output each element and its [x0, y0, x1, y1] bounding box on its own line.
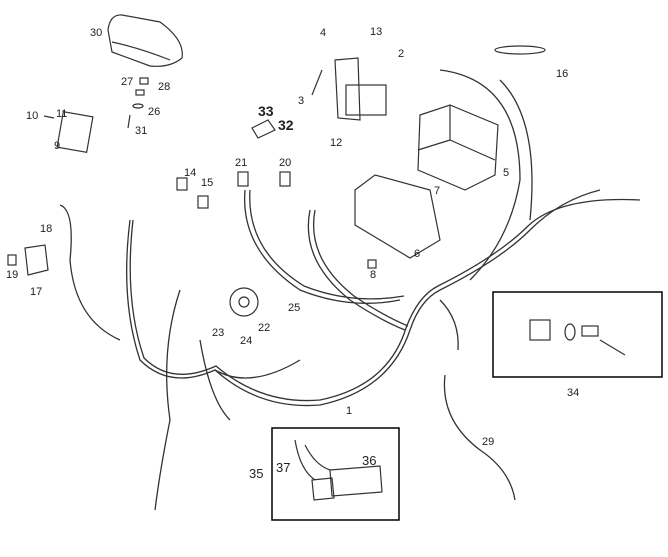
box-35: [271, 427, 400, 521]
callout-30: 30: [90, 27, 103, 39]
callout-17: 17: [30, 286, 43, 298]
callout-31: 31: [135, 125, 148, 137]
connector-21: [237, 171, 249, 187]
callout-3: 3: [298, 95, 305, 107]
callout-12: 12: [330, 137, 343, 149]
battery: [417, 104, 499, 191]
callout-16: 16: [556, 68, 569, 80]
main-harness: [59, 69, 641, 511]
callout-26: 26: [148, 106, 161, 118]
connector-15: [197, 195, 209, 209]
callout-29: 29: [482, 436, 495, 448]
callout-7: 7: [434, 185, 441, 197]
callout-33: 33: [258, 103, 274, 119]
callout-32: 32: [278, 117, 294, 133]
socket-34: [529, 319, 551, 341]
callout-2: 2: [398, 48, 405, 60]
callout-24: 24: [240, 335, 253, 347]
screw-31: [127, 114, 131, 129]
clip-32: [251, 119, 276, 139]
callout-11: 11: [56, 108, 68, 120]
connector-14: [176, 177, 188, 191]
horn: [229, 287, 259, 317]
part-19: [7, 254, 17, 266]
callout-4: 4: [320, 27, 327, 39]
instrument-cluster: [107, 14, 183, 67]
module-36: [329, 465, 383, 497]
box-34: [492, 291, 663, 378]
callout-15: 15: [201, 177, 214, 189]
callout-34: 34: [567, 387, 580, 399]
callout-20: 20: [279, 157, 292, 169]
fuse-box: [354, 174, 441, 259]
callout-5: 5: [503, 167, 510, 179]
callout-18: 18: [40, 223, 53, 235]
bulb-socket: [139, 77, 149, 85]
bracket: [334, 57, 361, 121]
callout-21: 21: [235, 157, 248, 169]
strap-16: [494, 45, 546, 55]
relay-17: [24, 244, 49, 276]
callout-25: 25: [288, 302, 301, 314]
regulator: [56, 110, 94, 154]
callout-37: 37: [276, 460, 291, 475]
callout-8: 8: [370, 269, 377, 281]
bolt-10: [43, 115, 55, 119]
callout-1: 1: [346, 405, 353, 417]
relay-2: [345, 84, 387, 116]
callout-28: 28: [158, 81, 171, 93]
callout-10: 10: [26, 110, 39, 122]
callout-36: 36: [362, 453, 377, 468]
callout-6: 6: [414, 248, 421, 260]
callout-35: 35: [249, 466, 264, 481]
callout-23: 23: [212, 327, 225, 339]
callout-27: 27: [121, 76, 134, 88]
connector-20: [279, 171, 291, 187]
callout-13: 13: [370, 26, 383, 38]
callout-9: 9: [54, 140, 61, 152]
callout-22: 22: [258, 322, 271, 334]
part-8: [367, 259, 377, 269]
callout-14: 14: [184, 167, 197, 179]
wire-29: [443, 374, 516, 501]
callout-19: 19: [6, 269, 19, 281]
